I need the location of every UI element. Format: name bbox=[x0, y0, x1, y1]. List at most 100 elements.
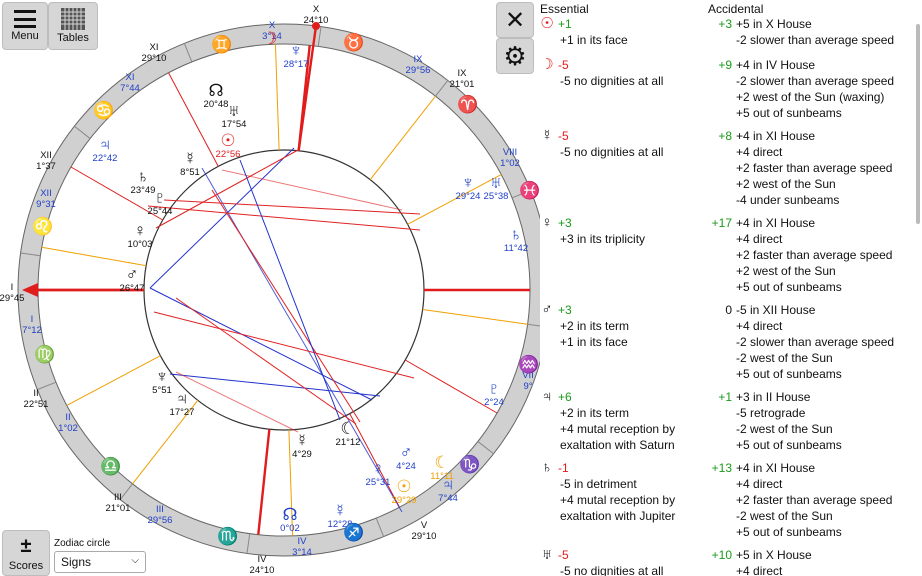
transit-cusp-label[interactable]: II1°02 bbox=[58, 412, 78, 434]
transit-cusp-label-degree: 29°56 bbox=[148, 515, 173, 526]
accidental-reason: +2 faster than average speed bbox=[736, 248, 893, 262]
accidental-reason: +2 west of the Sun bbox=[736, 264, 836, 278]
essential-reason: exaltation with Saturn bbox=[560, 438, 675, 452]
planet-marker-glyph: ☊ bbox=[208, 81, 223, 100]
planet-glyph-icon: ♄ bbox=[541, 459, 553, 476]
house-cusp-line bbox=[66, 355, 161, 406]
sign-divider bbox=[183, 43, 193, 63]
house-cusp-label-degree: 1°37 bbox=[36, 161, 56, 172]
planet-marker[interactable]: ♂4°24 bbox=[396, 443, 416, 472]
transit-cusp-label-glyph: II bbox=[65, 412, 70, 423]
transit-cusp-label[interactable]: I7°12 bbox=[22, 314, 42, 336]
planet-marker-glyph: ☿ bbox=[184, 149, 197, 168]
essential-score: -1 bbox=[558, 461, 569, 475]
planet-marker[interactable]: ☿12°28 bbox=[328, 501, 353, 530]
essential-reason: +1 in its face bbox=[560, 33, 628, 47]
planet-marker[interactable]: ☾11°11 bbox=[430, 453, 454, 482]
zodiac-circle-select[interactable]: Signs ⌵ bbox=[54, 551, 146, 573]
accidental-header: Accidental bbox=[708, 2, 764, 16]
scores-button[interactable]: ± Scores bbox=[2, 530, 50, 576]
planet-marker[interactable]: ♄23°49 bbox=[131, 167, 156, 196]
sign-divider bbox=[527, 323, 540, 327]
essential-reason: -5 no dignities at all bbox=[560, 145, 664, 159]
planet-marker-degree: 17°54 bbox=[222, 119, 247, 130]
planet-marker[interactable]: ♅17°54 bbox=[222, 101, 247, 130]
transit-cusp-label[interactable]: X3°14 bbox=[262, 20, 282, 42]
planet-marker-degree: 11°11 bbox=[430, 471, 454, 482]
essential-reason: +2 in its term bbox=[560, 406, 630, 420]
planet-marker[interactable]: ♆28°17 bbox=[284, 41, 309, 70]
planet-marker[interactable]: ♃17°27 bbox=[170, 389, 195, 418]
planet-marker[interactable]: ♀10°03 bbox=[128, 221, 153, 250]
house-cusp-label[interactable]: I29°45 bbox=[0, 282, 24, 304]
midheaven-marker-icon bbox=[312, 22, 320, 30]
accidental-score: 0 bbox=[725, 303, 732, 317]
accidental-reason: -5 in XII House bbox=[736, 303, 816, 317]
planet-marker-degree: 29°29 bbox=[392, 495, 417, 506]
planet-marker[interactable]: ♃22°42 bbox=[93, 135, 118, 164]
planet-marker[interactable]: ☊0°02 bbox=[280, 505, 300, 534]
planet-marker[interactable]: ☿4°29 bbox=[292, 431, 312, 460]
transit-cusp-label[interactable]: IV3°14 bbox=[292, 536, 312, 558]
planet-marker[interactable]: ☽ bbox=[262, 29, 277, 48]
planet-marker[interactable]: ☊20°48 bbox=[204, 81, 229, 110]
plus-minus-icon: ± bbox=[20, 534, 32, 557]
transit-cusp-label[interactable]: XI7°44 bbox=[120, 72, 140, 94]
house-cusp-label[interactable]: V29°10 bbox=[412, 520, 437, 542]
planet-marker[interactable]: ♃7°44 bbox=[438, 475, 458, 504]
planet-marker[interactable]: ♅25°38 bbox=[484, 173, 509, 202]
sign-divider bbox=[37, 381, 57, 391]
planet-marker-degree: 0°02 bbox=[280, 523, 300, 534]
planet-marker-glyph: ♆ bbox=[462, 173, 475, 192]
sign-divider bbox=[317, 26, 322, 47]
gear-icon: ⚙ bbox=[503, 40, 527, 71]
tables-button[interactable]: Tables bbox=[48, 2, 98, 50]
house-cusp-label-degree: 21°01 bbox=[106, 503, 131, 514]
accidental-score: +10 bbox=[711, 548, 732, 562]
planet-marker[interactable]: ☉29°29 bbox=[392, 477, 417, 506]
house-cusp-line bbox=[168, 72, 219, 167]
essential-dignity: ☿-5-5 no dignities at all bbox=[536, 128, 706, 160]
planet-marker-degree: 5°51 bbox=[152, 385, 172, 396]
planet-marker-degree: 28°17 bbox=[284, 59, 309, 70]
panel-scrollbar[interactable] bbox=[916, 24, 920, 224]
planet-marker-glyph: ♄ bbox=[137, 167, 150, 186]
planet-marker-glyph: ♇ bbox=[154, 188, 167, 207]
close-button[interactable]: ✕ bbox=[496, 2, 534, 38]
planet-marker[interactable]: ♄11°42 bbox=[504, 225, 528, 254]
planet-marker[interactable]: ♆5°51 bbox=[152, 367, 172, 396]
planet-marker[interactable]: ☿8°51 bbox=[180, 149, 200, 178]
planet-marker[interactable]: ☾21°12 bbox=[336, 419, 361, 448]
planet-marker[interactable]: ♂26°47 bbox=[120, 265, 145, 294]
accidental-reason: +4 in XI House bbox=[736, 216, 816, 230]
settings-button[interactable]: ⚙ bbox=[496, 38, 534, 74]
planet-marker[interactable]: ♇2°24 bbox=[484, 379, 504, 408]
essential-reason: -5 no dignities at all bbox=[560, 564, 664, 576]
transit-cusp-label-glyph: X bbox=[269, 20, 276, 31]
grid-table-icon bbox=[61, 8, 85, 30]
accidental-dignity: +17+4 in XI House+4 direct+2 faster than… bbox=[704, 215, 914, 295]
house-cusp-label[interactable]: X24°10 bbox=[304, 4, 329, 26]
planet-marker-glyph: ♀ bbox=[372, 459, 385, 478]
planet-marker[interactable]: ♀25°31 bbox=[366, 459, 391, 488]
essential-score: -5 bbox=[558, 58, 569, 72]
house-cusp-label-glyph: I bbox=[11, 282, 14, 293]
planet-marker[interactable]: ♆29°24 bbox=[456, 173, 481, 202]
menu-button[interactable]: Menu bbox=[2, 2, 48, 50]
planet-marker[interactable]: ♇25°44 bbox=[148, 188, 173, 217]
zodiac-sign-icon: ♐ bbox=[343, 522, 364, 542]
planet-marker[interactable]: ☉22°56 bbox=[216, 131, 241, 160]
accidental-score: +13 bbox=[711, 461, 732, 475]
essential-score: +3 bbox=[558, 303, 572, 317]
